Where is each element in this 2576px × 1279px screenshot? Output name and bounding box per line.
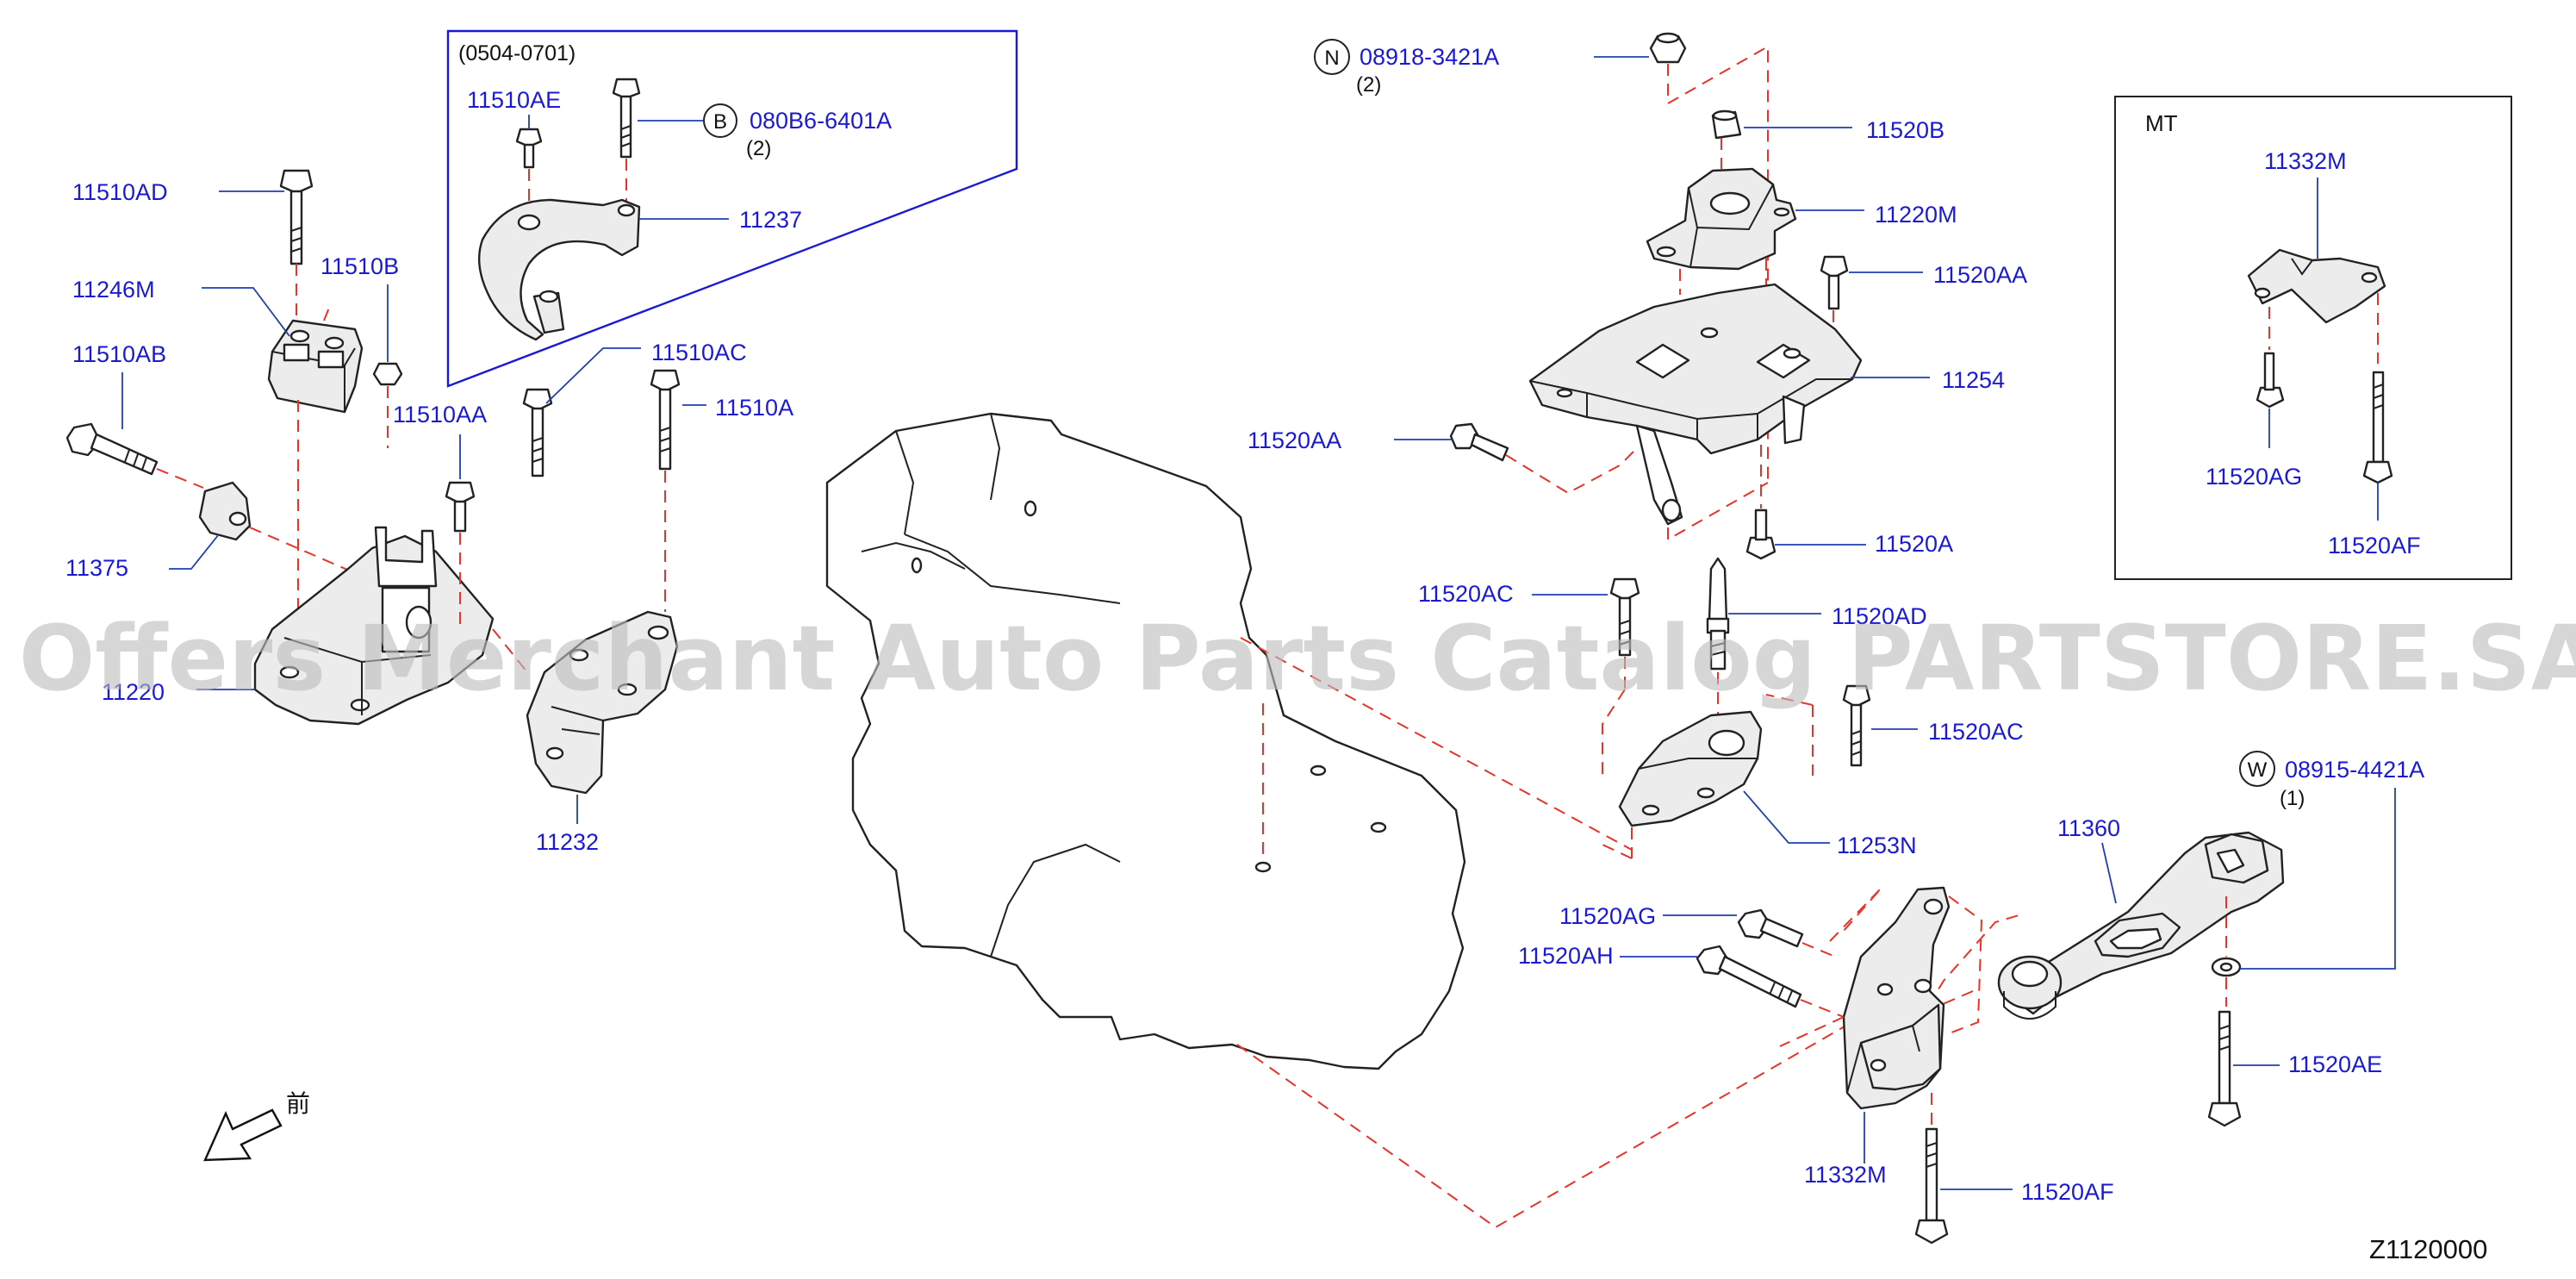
- clip-11375[interactable]: [198, 481, 252, 541]
- label-08915-qty: (1): [2280, 787, 2305, 810]
- label-11332M[interactable]: 11332M: [1804, 1162, 1887, 1188]
- circle-marker-n-letter: N: [1324, 47, 1339, 70]
- bolt-11520AG[interactable]: [1737, 908, 1804, 948]
- label-11520AG-mt[interactable]: 11520AG: [2206, 464, 2302, 490]
- inset-mt-box: MT 11332M 11520AG 11520AF: [2114, 96, 2512, 580]
- bolt-11510AB[interactable]: [65, 422, 159, 476]
- label-11220M[interactable]: 11220M: [1875, 202, 1957, 228]
- bolt-11520AF-mt[interactable]: [2362, 371, 2393, 484]
- bolt-11520AA-1[interactable]: [1820, 255, 1849, 310]
- inset-variant-range: (0504-0701): [458, 41, 576, 66]
- inset-variant-box: (0504-0701) 11510AE 080B6-6401A (2) B 11…: [446, 29, 1018, 388]
- circle-marker-b-letter: B: [713, 110, 727, 134]
- bolt-11510A[interactable]: [650, 369, 681, 471]
- label-08915-4421A[interactable]: 08915-4421A: [2285, 757, 2424, 783]
- label-11520AF-mt[interactable]: 11520AF: [2328, 533, 2421, 558]
- label-11510AE-inset[interactable]: 11510AE: [467, 87, 561, 113]
- label-11237[interactable]: 11237: [739, 207, 802, 233]
- label-11510AB[interactable]: 11510AB: [72, 341, 166, 367]
- front-marker-text: 前: [286, 1090, 310, 1117]
- bolt-11520AG-mt[interactable]: [2256, 352, 2285, 409]
- watermark-text: Offers Merchant Auto Parts Catalog PARTS…: [19, 606, 2576, 711]
- bracket-11332M-mt[interactable]: [2247, 248, 2386, 324]
- bolt-11520A[interactable]: [1745, 508, 1776, 560]
- mount-11220M[interactable]: [1646, 167, 1797, 271]
- label-11253N[interactable]: 11253N: [1837, 833, 1917, 858]
- label-11510AD[interactable]: 11510AD: [72, 179, 168, 205]
- front-direction-marker: 前: [203, 1090, 310, 1162]
- engine-block: [825, 412, 1466, 1070]
- label-11332M-mt[interactable]: 11332M: [2264, 148, 2347, 174]
- label-11520B[interactable]: 11520B: [1866, 117, 1944, 143]
- engine-mount-11220[interactable]: [253, 526, 495, 726]
- label-11510B[interactable]: 11510B: [320, 253, 399, 279]
- label-11375[interactable]: 11375: [65, 555, 128, 581]
- bracket-11232[interactable]: [526, 610, 679, 795]
- bolt-11520AC-1[interactable]: [1609, 577, 1640, 657]
- nut-08918-3421A[interactable]: [1649, 32, 1687, 64]
- diagram-code: Z1120000: [2369, 1234, 2487, 1264]
- right-upper-mount-group: N 08918-3421A (2) 11520B 11220M 11520AA …: [1248, 32, 2027, 859]
- label-11520AC-2[interactable]: 11520AC: [1928, 719, 2024, 745]
- stud-11520AD[interactable]: [1706, 557, 1730, 671]
- bolt-11520AF[interactable]: [1914, 1127, 1949, 1245]
- label-11360[interactable]: 11360: [2057, 815, 2120, 841]
- label-11254[interactable]: 11254: [1942, 367, 2005, 393]
- label-11520AH[interactable]: 11520AH: [1518, 943, 1614, 969]
- label-11520A[interactable]: 11520A: [1875, 531, 1953, 557]
- label-11510AC[interactable]: 11510AC: [651, 340, 747, 365]
- stopper-11246M[interactable]: [267, 319, 364, 414]
- bracket-11254[interactable]: [1528, 283, 1863, 526]
- label-11520AD[interactable]: 11520AD: [1832, 603, 1927, 629]
- cap-11520B[interactable]: [1711, 109, 1742, 140]
- bolt-11520AH[interactable]: [1696, 945, 1802, 1008]
- label-11520AA-1[interactable]: 11520AA: [1933, 262, 2027, 288]
- label-080B6-qty: (2): [746, 137, 771, 160]
- label-11232[interactable]: 11232: [536, 829, 599, 855]
- circle-marker-n: [1314, 39, 1350, 75]
- label-11510A[interactable]: 11510A: [715, 395, 793, 421]
- label-11520AF[interactable]: 11520AF: [2021, 1179, 2114, 1205]
- bolt-11510AA[interactable]: [445, 481, 476, 533]
- bracket-11332M[interactable]: [1842, 886, 1951, 1110]
- right-lower-mount-group: 11360 W 08915-4421A (1) 11520AG 11520AH …: [1518, 751, 2424, 1245]
- bolt-11520AC-2[interactable]: [1842, 684, 1871, 767]
- label-11520AA-2[interactable]: 11520AA: [1248, 427, 1341, 453]
- label-11520AC-1[interactable]: 11520AC: [1418, 581, 1514, 607]
- bolt-11520AA-2[interactable]: [1449, 422, 1509, 462]
- left-mount-group: 11510AD 11246M 11510B 11510AB 11510AA 11…: [65, 169, 793, 855]
- bolt-11510AE-inset[interactable]: [515, 128, 543, 169]
- label-08918-qty: (2): [1356, 73, 1381, 97]
- front-arrow-icon: [203, 1108, 283, 1162]
- circle-marker-w-letter: W: [2248, 758, 2268, 782]
- bolt-11510AD[interactable]: [279, 169, 314, 265]
- nut-11510B[interactable]: [372, 362, 403, 386]
- label-11520AG[interactable]: 11520AG: [1559, 903, 1656, 929]
- bracket-11237[interactable]: [478, 198, 641, 341]
- circle-marker-w: [2239, 751, 2275, 787]
- inset-mt-title: MT: [2145, 110, 2178, 136]
- circle-marker-b: [703, 103, 737, 138]
- bolt-11520AE[interactable]: [2207, 1010, 2242, 1127]
- bracket-11253N[interactable]: [1618, 710, 1763, 827]
- label-11246M[interactable]: 11246M: [72, 277, 155, 303]
- bolt-11510AC[interactable]: [522, 388, 553, 477]
- label-11510AA[interactable]: 11510AA: [393, 402, 487, 427]
- bolt-080B6-6401A[interactable]: [612, 78, 641, 159]
- label-08918-3421A[interactable]: 08918-3421A: [1360, 44, 1499, 70]
- torque-rod-11360[interactable]: [1997, 831, 2285, 1020]
- label-11220[interactable]: 11220: [102, 679, 165, 705]
- washer-08915-4421A[interactable]: [2211, 957, 2242, 977]
- label-11520AE[interactable]: 11520AE: [2288, 1051, 2382, 1077]
- label-080B6-6401A[interactable]: 080B6-6401A: [750, 108, 892, 134]
